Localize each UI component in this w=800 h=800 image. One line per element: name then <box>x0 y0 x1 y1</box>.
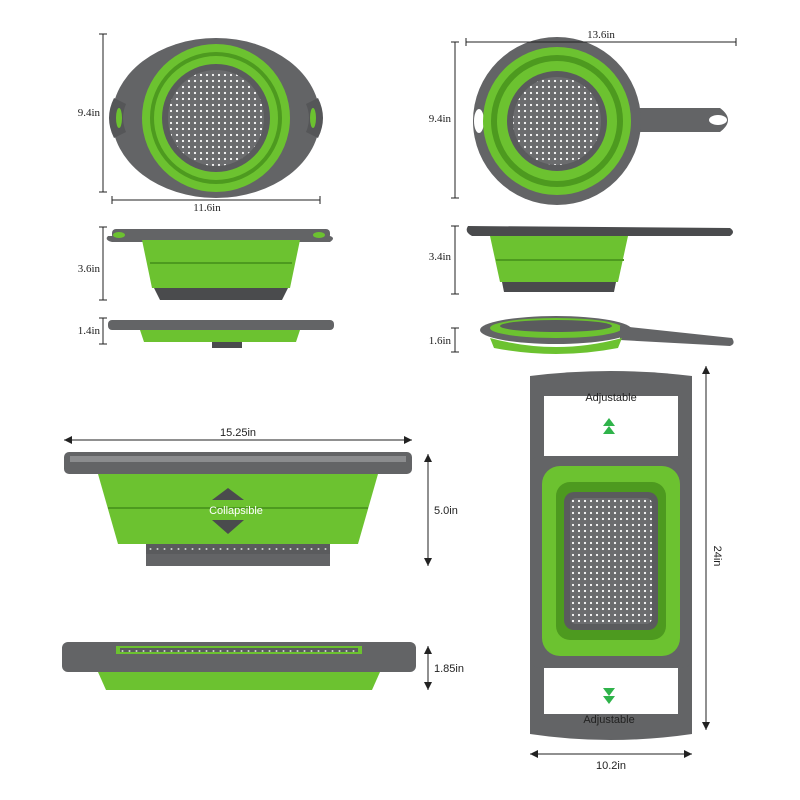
adjust-down-arrow-2 <box>603 696 615 704</box>
dimension-length-extended: 24in <box>702 366 723 730</box>
dimension-height-round-b: 9.4in <box>429 41 459 199</box>
side-height-label: 3.4in <box>429 251 452 263</box>
height-label: 9.4in <box>429 113 452 125</box>
round-colander-two-handles-top-view <box>109 38 323 198</box>
width-label: 11.6in <box>193 202 221 214</box>
folded-height-label: 1.85in <box>434 663 464 675</box>
length-label: 24in <box>711 546 723 567</box>
dimension-width-round-a: 11.6in <box>111 196 321 214</box>
collapse-up-arrow <box>212 488 244 500</box>
width-label: 15.25in <box>220 427 256 439</box>
round-colander-long-handle-top-view <box>473 37 728 205</box>
side-height-label: 3.6in <box>78 263 101 275</box>
adjustable-label-top: Adjustable <box>585 392 636 404</box>
dimension-folded-height-rect: 1.85in <box>424 646 464 690</box>
round-colander-two-handles-folded <box>108 320 334 348</box>
dimension-height-rect: 5.0in <box>424 454 458 566</box>
dimension-side-height-round-b: 3.4in <box>429 225 459 295</box>
dimension-width-rect: 15.25in <box>64 427 412 444</box>
dimension-width-extended: 10.2in <box>530 750 692 772</box>
dimension-folded-height-round-a: 1.4in <box>78 317 107 345</box>
collapsible-label: Collapsible <box>209 505 263 517</box>
adjust-up-arrow-1 <box>603 418 615 426</box>
round-colander-two-handles-side-view <box>106 229 334 300</box>
width-label: 13.6in <box>587 29 615 41</box>
handle-hole-right <box>310 108 316 128</box>
adjustable-label-bottom: Adjustable <box>583 714 634 726</box>
rectangular-colander-folded <box>62 642 416 690</box>
height-label: 5.0in <box>434 505 458 517</box>
rectangular-colander-extended-top-view: Adjustable Adjustable <box>530 371 692 740</box>
dimension-folded-height-round-b: 1.6in <box>429 327 459 353</box>
adjust-down-arrow-1 <box>603 688 615 696</box>
collapse-down-arrow <box>212 520 244 534</box>
dimension-side-height-round-a: 3.6in <box>78 226 107 301</box>
dimension-height-round-a: 9.4in <box>78 33 107 193</box>
dimension-width-round-b: 13.6in <box>465 29 737 46</box>
adjust-up-arrow-2 <box>603 426 615 434</box>
width-label: 10.2in <box>596 760 626 772</box>
handle-hole <box>474 109 484 133</box>
height-label: 9.4in <box>78 107 101 119</box>
rectangular-colander-side-view: Collapsible <box>64 452 412 566</box>
folded-height-label: 1.4in <box>78 325 101 337</box>
round-colander-long-handle-folded <box>480 316 734 354</box>
folded-height-label: 1.6in <box>429 335 452 347</box>
round-colander-long-handle-side-view <box>466 226 733 292</box>
handle-hole-left <box>116 108 122 128</box>
